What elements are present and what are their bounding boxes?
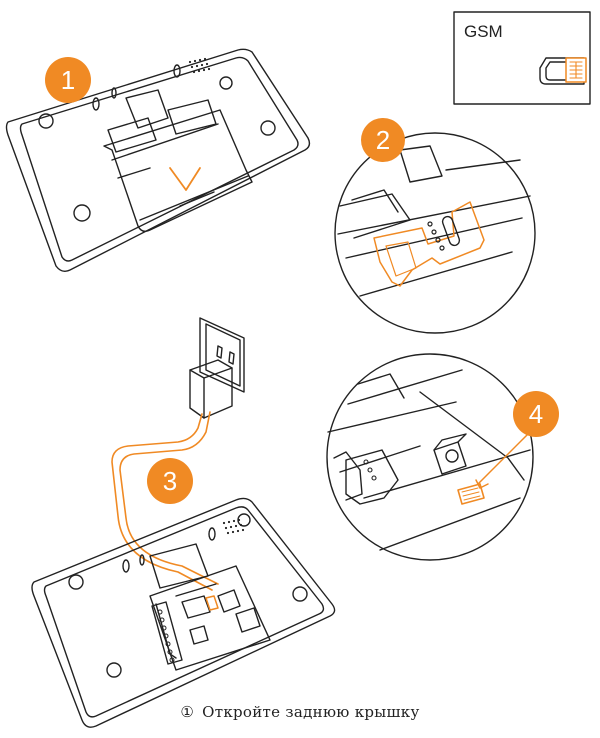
step-badge-2: 2 [361,118,405,162]
step-badge-1: 1 [45,57,91,103]
gsm-card-label: GSM [464,22,503,41]
panel-back-power-connected [32,498,335,727]
caption: ① Откройте заднюю крышку [0,703,600,721]
step-number-3: 3 [163,466,177,496]
caption-text: Откройте заднюю крышку [202,703,419,721]
zoom-circle-sim-holder [335,133,535,333]
step-number-1: 1 [61,65,75,95]
step-badge-4: 4 [513,391,559,437]
caption-number: ① [180,703,194,721]
step-number-4: 4 [529,399,543,429]
zoom-circle-power-connector [327,354,534,560]
step-badge-3: 3 [147,458,193,504]
step-number-2: 2 [376,125,390,155]
